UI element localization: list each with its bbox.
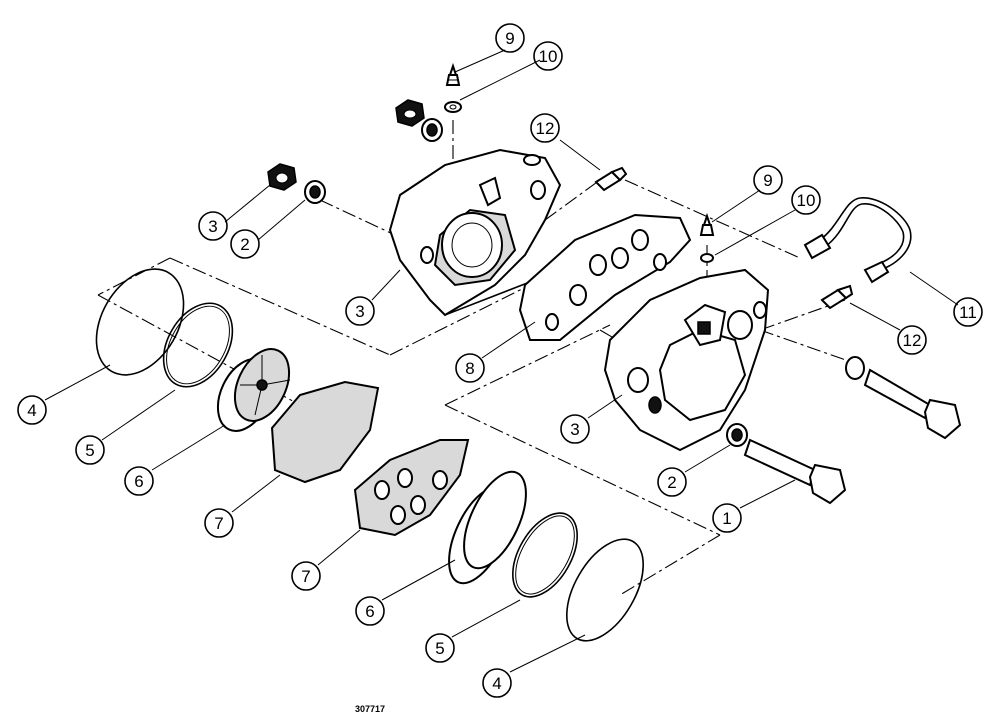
lining-7-upper bbox=[270, 380, 380, 484]
washer-top bbox=[444, 101, 462, 113]
svg-text:9: 9 bbox=[763, 171, 772, 190]
svg-text:7: 7 bbox=[214, 514, 223, 533]
nut-top bbox=[395, 99, 425, 127]
svg-text:7: 7 bbox=[301, 567, 310, 586]
brake-tube bbox=[803, 197, 912, 284]
seal-ring-5-upper bbox=[162, 302, 234, 388]
svg-text:4: 4 bbox=[27, 401, 36, 420]
svg-text:11: 11 bbox=[959, 303, 977, 322]
svg-text:2: 2 bbox=[240, 235, 249, 254]
washer-top-nut bbox=[421, 118, 443, 142]
svg-text:3: 3 bbox=[355, 302, 364, 321]
bleeder-screw-right bbox=[699, 212, 715, 236]
svg-text:9: 9 bbox=[505, 29, 514, 48]
lining-plate bbox=[518, 213, 692, 341]
callout-3-left-housing: 3 bbox=[345, 296, 375, 326]
seal-ring-4-lower bbox=[566, 538, 644, 642]
callout-9-right: 9 bbox=[753, 165, 783, 195]
callout-10-top: 10 bbox=[533, 41, 563, 71]
svg-text:2: 2 bbox=[667, 473, 676, 492]
piston-6-lower bbox=[448, 470, 527, 585]
fitting-right bbox=[820, 284, 854, 310]
callout-12-right: 12 bbox=[897, 325, 927, 355]
svg-text:12: 12 bbox=[903, 331, 922, 350]
leader-lines bbox=[44, 49, 959, 673]
caliper-housing-left bbox=[388, 148, 562, 317]
callout-8: 8 bbox=[455, 353, 485, 383]
callout-3-nut: 3 bbox=[198, 211, 228, 241]
callout-6-upper: 6 bbox=[124, 466, 154, 496]
fitting-top bbox=[594, 166, 628, 192]
washer-right-bolt bbox=[726, 423, 748, 447]
svg-text:5: 5 bbox=[85, 441, 94, 460]
callout-7-upper: 7 bbox=[204, 508, 234, 538]
callout-2-washer-left: 2 bbox=[230, 229, 260, 259]
callout-1: 1 bbox=[712, 503, 742, 533]
svg-text:8: 8 bbox=[465, 359, 474, 378]
caliper-housing-right bbox=[603, 268, 770, 452]
callout-4-upper: 4 bbox=[17, 395, 47, 425]
callout-12-top: 12 bbox=[530, 113, 560, 143]
seal-ring-5-lower bbox=[512, 512, 578, 598]
washer-left bbox=[304, 180, 326, 204]
callout-6-lower: 6 bbox=[355, 596, 385, 626]
callout-5-upper: 5 bbox=[75, 435, 105, 465]
nut-left bbox=[267, 163, 297, 191]
washer-right bbox=[700, 253, 714, 263]
svg-text:1: 1 bbox=[722, 509, 731, 528]
svg-text:10: 10 bbox=[797, 191, 816, 210]
lining-7-lower bbox=[353, 439, 470, 537]
callout-2-washer-right: 2 bbox=[657, 467, 687, 497]
seal-ring-4-upper bbox=[95, 268, 185, 376]
svg-text:6: 6 bbox=[134, 472, 143, 491]
svg-text:6: 6 bbox=[365, 602, 374, 621]
svg-text:5: 5 bbox=[435, 639, 444, 658]
piston-6-upper bbox=[216, 348, 291, 432]
svg-text:3: 3 bbox=[208, 217, 217, 236]
figure-number: 307717 bbox=[355, 704, 385, 714]
callout-9-top: 9 bbox=[495, 23, 525, 53]
svg-text:10: 10 bbox=[539, 47, 558, 66]
callouts: 9 10 12 3 2 3 9 10 bbox=[17, 23, 983, 698]
svg-text:4: 4 bbox=[492, 674, 501, 693]
svg-text:3: 3 bbox=[570, 420, 579, 439]
bleeder-screw-top bbox=[445, 62, 461, 86]
bolt-lower bbox=[743, 438, 847, 505]
callout-5-lower: 5 bbox=[425, 633, 455, 663]
svg-text:12: 12 bbox=[536, 119, 555, 138]
callout-7-lower: 7 bbox=[291, 561, 321, 591]
callout-11: 11 bbox=[953, 297, 983, 327]
callout-3-right-housing: 3 bbox=[560, 414, 590, 444]
callout-4-lower: 4 bbox=[482, 668, 512, 698]
callout-10-right: 10 bbox=[791, 185, 821, 215]
bolt-upper bbox=[845, 356, 962, 440]
